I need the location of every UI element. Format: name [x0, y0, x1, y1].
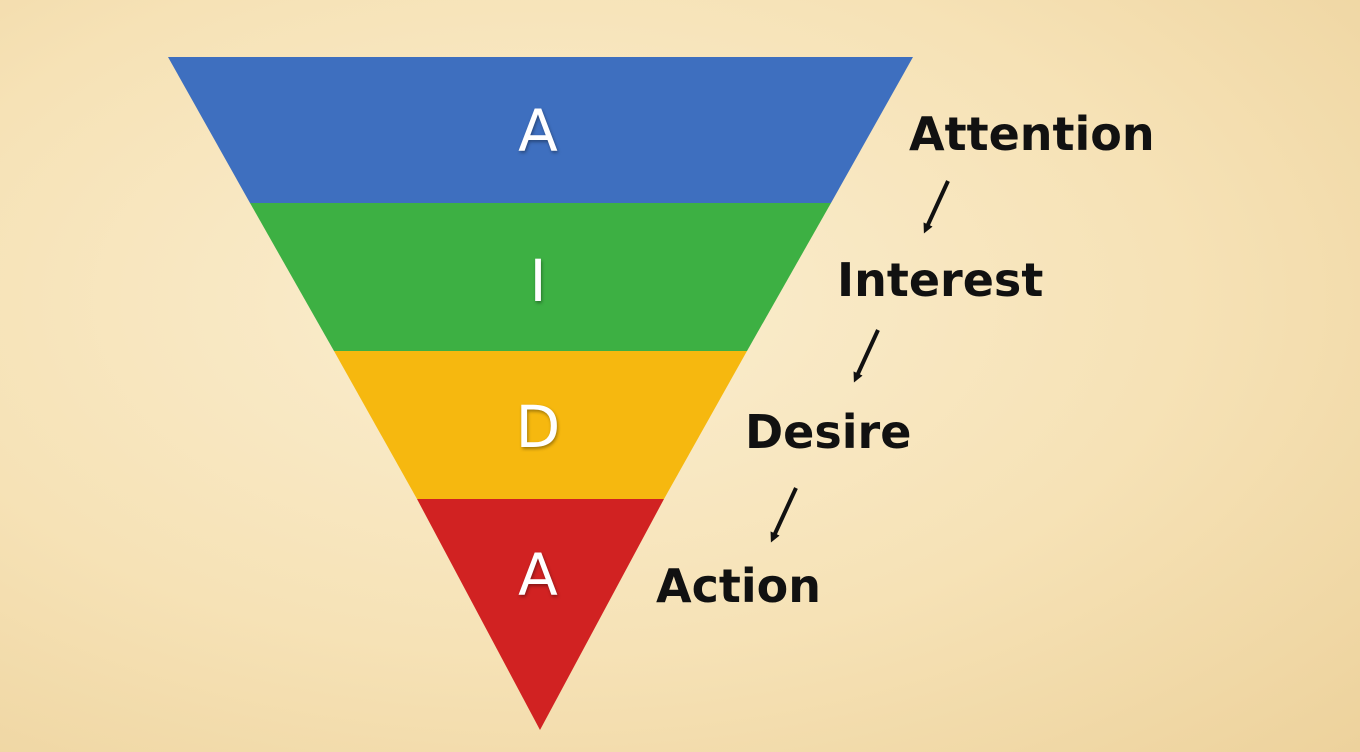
arrow-attention-to-interest — [923, 180, 950, 234]
funnel-level-desire — [334, 351, 747, 499]
arrow-desire-to-action — [770, 487, 798, 543]
funnel-level-attention — [168, 57, 913, 203]
funnel-letter-interest: I — [529, 247, 547, 315]
stage-label-attention: Attention — [909, 107, 1155, 161]
funnel-level-action — [417, 499, 664, 730]
stage-label-action: Action — [656, 559, 821, 613]
funnel-letter-action: A — [518, 541, 558, 609]
funnel-level-interest — [250, 203, 831, 351]
funnel-letter-desire: D — [515, 393, 561, 461]
funnel-letter-attention: A — [518, 97, 558, 165]
stage-label-desire: Desire — [745, 405, 912, 459]
stage-label-interest: Interest — [837, 253, 1044, 307]
arrow-interest-to-desire — [853, 329, 880, 383]
